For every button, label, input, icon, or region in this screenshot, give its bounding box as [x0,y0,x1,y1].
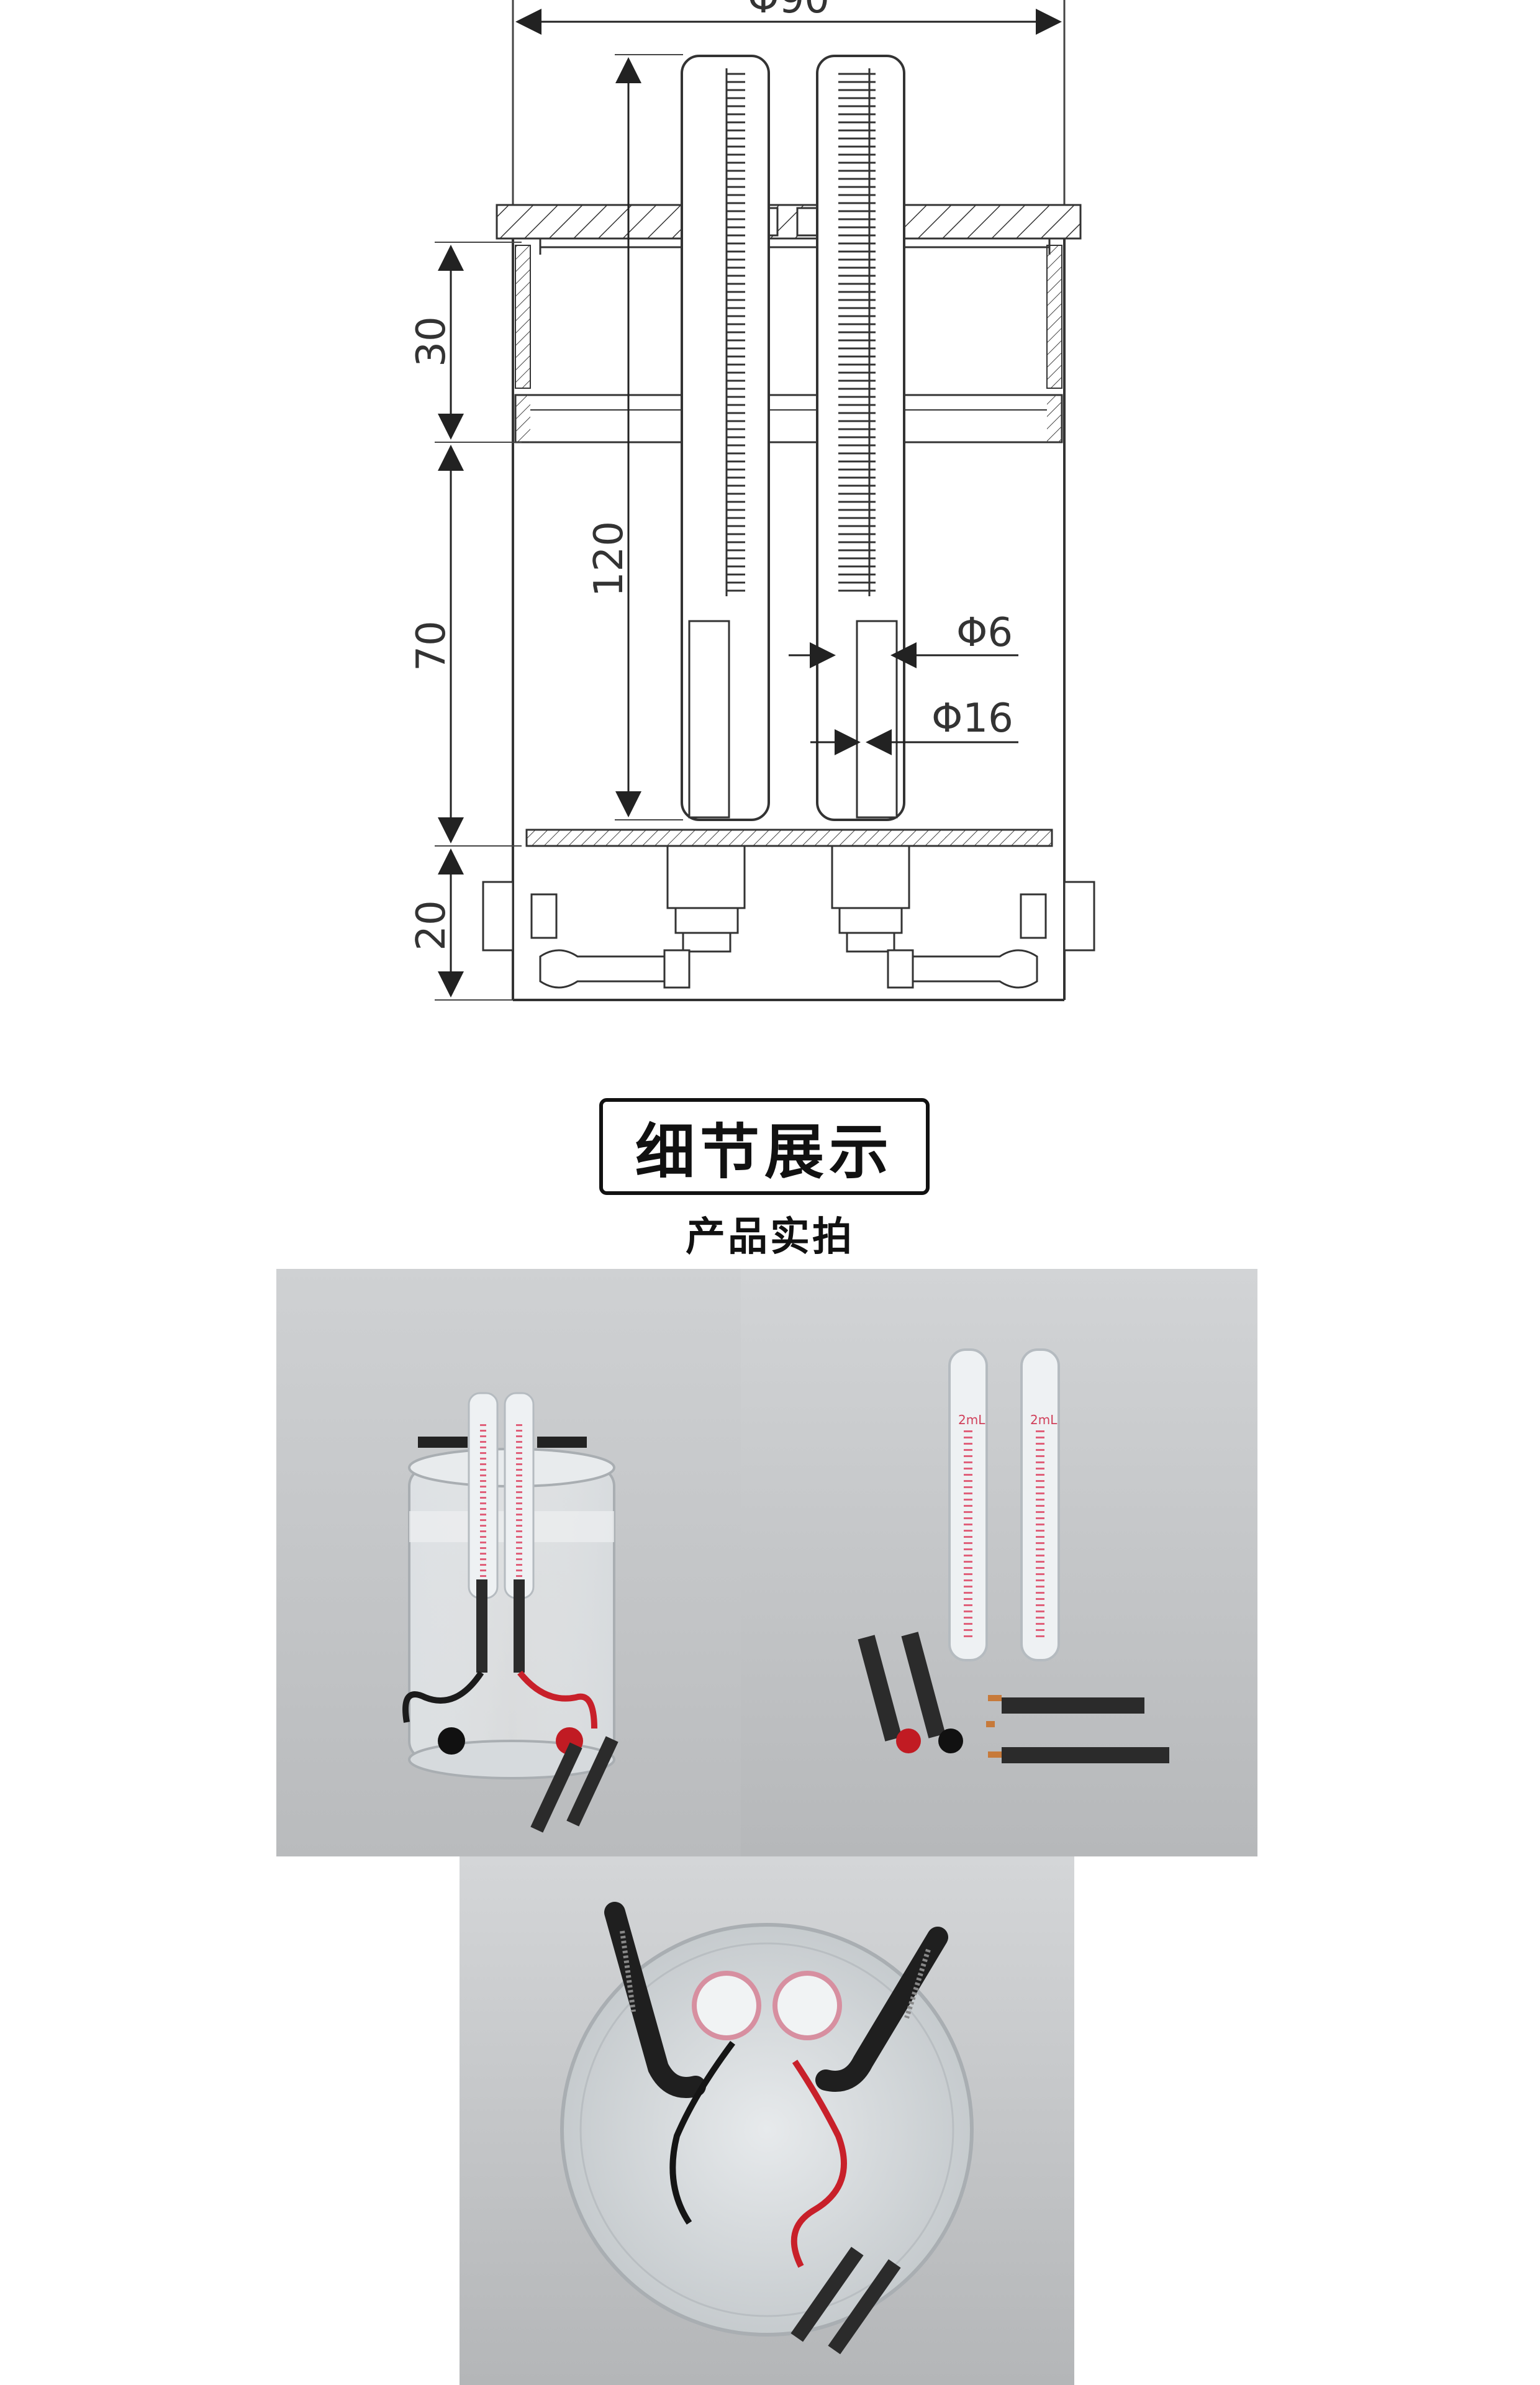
diameter-callouts: Φ6 Φ16 [789,610,1018,755]
outer-diameter-dimension: Φ90 [512,0,1066,205]
section-title-box: 细节展示 [599,1098,930,1195]
lid [496,204,1082,255]
container-body [512,238,1066,1001]
section-title: 细节展示 [635,1117,894,1187]
tube-length-label: 120 [586,521,632,597]
outer-diameter-label: Φ90 [748,0,830,22]
left-graduated-tube [681,55,770,821]
tube-diameter-label: Φ16 [931,696,1013,742]
height-dimensions: 30 70 20 [409,242,522,1001]
electrode-diameter-label: Φ6 [956,610,1013,656]
right-tube-mark: 2mL [1030,1412,1058,1427]
assembled-apparatus-photo [276,1269,741,1856]
top-view-photo [460,1856,1074,2385]
tube-length-dimension: 120 [586,54,683,820]
technical-drawing: Φ90 [409,0,1095,1001]
middle-section-label: 70 [409,620,455,671]
bottom-terminals [482,845,1095,989]
right-graduated-tube [816,55,905,821]
left-tube-mark: 2mL [958,1412,985,1427]
top-section-label: 30 [409,316,455,366]
bottom-section-label: 20 [409,900,455,950]
section-subtitle: 产品实拍 [686,1214,854,1260]
tubes-and-electrodes-photo: 2mL 2mL [741,1269,1257,1856]
